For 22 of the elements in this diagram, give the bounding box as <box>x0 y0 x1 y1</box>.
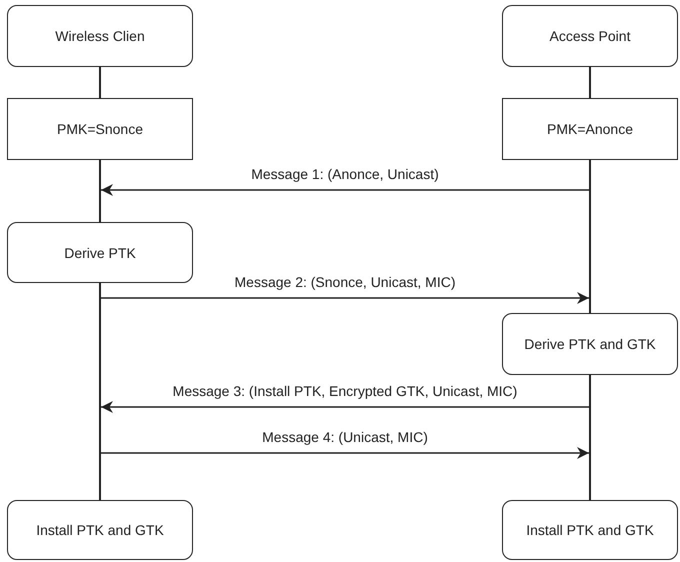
edge-label: Message 4: (Unicast, MIC) <box>260 429 430 445</box>
lifeline-segment <box>589 375 591 500</box>
message-arrow <box>101 447 589 459</box>
process-box: Install PTK and GTK <box>7 500 193 560</box>
lifeline-segment <box>99 283 101 500</box>
process-box: Install PTK and GTK <box>502 500 678 560</box>
message-arrow <box>101 184 589 196</box>
process-box: Derive PTK and GTK <box>502 313 678 375</box>
state-box: PMK=Snonce <box>7 98 193 160</box>
message-arrow <box>101 292 589 304</box>
process-box: Derive PTK <box>7 222 193 283</box>
process-box: Access Point <box>502 5 678 67</box>
lifeline-segment <box>589 160 591 313</box>
edge-label: Message 3: (Install PTK, Encrypted GTK, Unicast, MIC) <box>170 383 520 399</box>
state-box: PMK=Anonce <box>502 98 678 160</box>
message-arrow <box>101 401 589 413</box>
lifeline-segment <box>99 160 101 222</box>
edge-label: Message 1: (Anonce, Unicast) <box>249 166 441 182</box>
edge-label: Message 2: (Snonce, Unicast, MIC) <box>232 274 458 290</box>
process-box: Wireless Clien <box>7 5 193 67</box>
lifeline-segment <box>99 67 101 98</box>
lifeline-segment <box>589 67 591 98</box>
